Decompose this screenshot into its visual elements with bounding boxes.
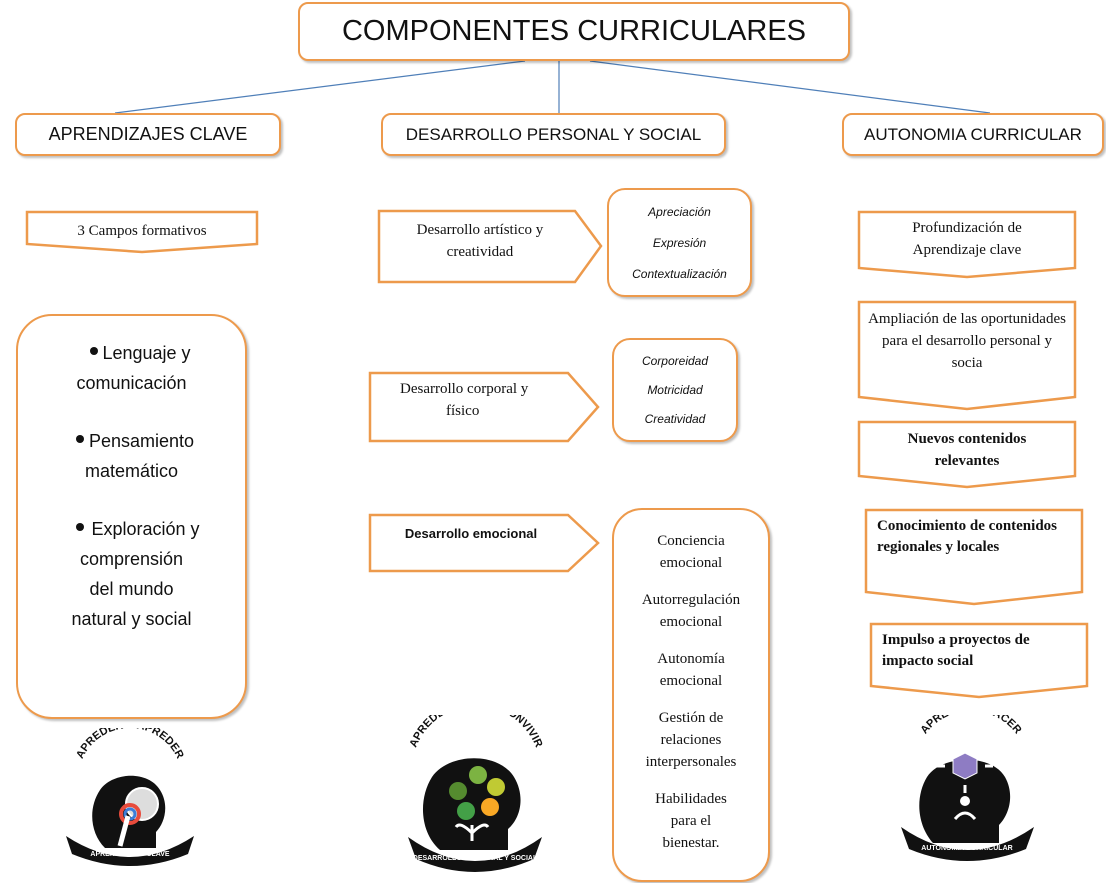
subarea-item: Gestión de relaciones interpersonales [645,710,737,770]
subareas-corporal: Corporeidad Motricidad Creatividad [612,338,738,442]
subarea-item: Motricidad [647,382,703,397]
campos-banner-text: 3 Campos formativos [77,222,207,239]
bullet-icon [90,347,98,355]
campos-list-box: Lenguaje y comunicación Pensamiento mate… [16,314,247,719]
column-header-aprendizajes: APRENDIZAJES CLAVE [15,113,281,156]
list-item: Pensamiento matemático [18,426,245,486]
autonomia-item: Conocimiento de contenidos regionales y … [877,518,1057,555]
subareas-emocional: Conciencia emocional Autorregulación emo… [612,508,770,882]
logo-top-text: APREDER A SER Y CONVIVIR [408,715,545,749]
autonomia-item: Impulso a proyectos de impacto social [882,632,1030,669]
list-item: Lenguaje y comunicación [76,343,191,393]
subarea-item: Autonomía emocional [657,651,725,689]
column-header-autonomia: AUTONOMIA CURRICULAR [842,113,1104,156]
column-header-desarrollo: DESARROLLO PERSONAL Y SOCIAL [381,113,726,156]
autonomia-item: Ampliación de las oportunidades para el … [868,311,1066,371]
logo-bottom-text: AUTONOMÍA CURRICULAR [921,843,1012,852]
subarea-item: Contextualización [632,266,727,281]
area-emocional: Desarrollo emocional [404,525,538,541]
subarea-item: Autorregulación emocional [641,592,741,630]
area-artistico: Desarrollo artístico y creatividad [416,222,544,260]
subareas-artistico: Apreciación Expresión Contextualización [607,188,752,297]
column-header-label: AUTONOMIA CURRICULAR [864,124,1082,144]
list-item: Exploración y comprensión del mundo natu… [71,519,200,629]
logo-bottom-text: APRENDIZAJES CLAVE [90,851,170,858]
title-box: COMPONENTES CURRICULARES [298,2,850,61]
subarea-item: Apreciación [648,204,711,219]
subarea-item: Conciencia emocional [657,533,725,571]
campos-list: Lenguaje y comunicación Pensamiento mate… [18,338,245,634]
autonomia-item: Profundización de Aprendizaje clave [912,220,1022,258]
logo-top-text: APREDER A APREDER [74,728,186,761]
subarea-item: Creatividad [644,412,706,427]
subarea-item: Corporeidad [641,353,709,368]
autonomia-item: Nuevos contenidos relevantes [907,431,1027,469]
column-header-label: APRENDIZAJES CLAVE [48,124,248,144]
logo-aprender-a-ser: APREDER A SER Y CONVIVIR DESARROLLO PERS… [408,715,545,872]
bullet-icon [76,435,84,443]
subarea-item: Habilidades para el bienestar. [655,791,727,851]
logo-bottom-text: DESARROLLO PERSONAL Y SOCIAL [413,855,538,862]
logo-top-text: APREDER A HACER [918,715,1023,736]
page-title: COMPONENTES CURRICULARES [341,15,807,47]
bullet-icon [76,523,84,531]
logo-aprender-a-hacer: APREDER A HACER AUTONOMÍA CURRICULAR [901,715,1034,861]
area-corporal: Desarrollo corporal y físico [400,381,529,419]
column-header-label: DESARROLLO PERSONAL Y SOCIAL [405,124,702,144]
subarea-item: Expresión [652,235,707,250]
logo-aprender-a-aprender: APREDER A APREDER APRENDIZAJES CLAVE [66,728,194,866]
